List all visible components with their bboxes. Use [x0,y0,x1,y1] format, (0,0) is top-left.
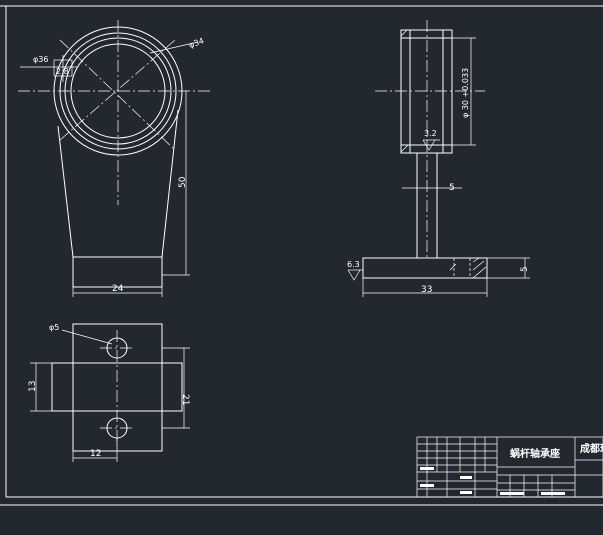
dim-bore: φ 30 +0.033 [461,68,470,118]
side-base [362,257,488,279]
roughness-left: 6.3 [347,260,360,269]
bore-circle [70,43,166,139]
title-school-label: 成都理 [580,442,603,455]
dim-width-outer: 21 [180,394,190,405]
dim-width-inner: 13 [28,381,38,392]
dim-side-note: 2.8 [56,67,69,76]
side-view: 3.2 φ 30 +0.033 5 6.3 5 33 [347,20,530,297]
dim-stem: 5 [449,183,455,193]
dim-top-hole: φ5 [49,323,59,332]
top-base-plate [72,323,163,452]
dim-offset: 12 [90,449,101,459]
title-part-name: 蜗杆轴承座 [510,447,560,460]
dim-base-width-side: 33 [421,285,432,295]
dim-height: 50 [178,176,188,188]
drawing-border [0,5,603,506]
title-block: 蜗杆轴承座 成都理 [416,436,603,498]
top-view: φ5 13 21 12 [28,323,190,462]
outer-ring-circle [53,26,183,156]
dim-small-hole: φ36 [33,55,48,64]
dim-outer-dia: φ34 [188,36,206,50]
dim-base-height: 5 [520,266,530,272]
side-ring-body [400,29,453,154]
front-view: φ36 2.8 φ34 50 24 [18,20,210,297]
dim-base-width: 24 [112,284,124,294]
front-base [72,256,163,288]
roughness-top: 3.2 [424,129,437,138]
